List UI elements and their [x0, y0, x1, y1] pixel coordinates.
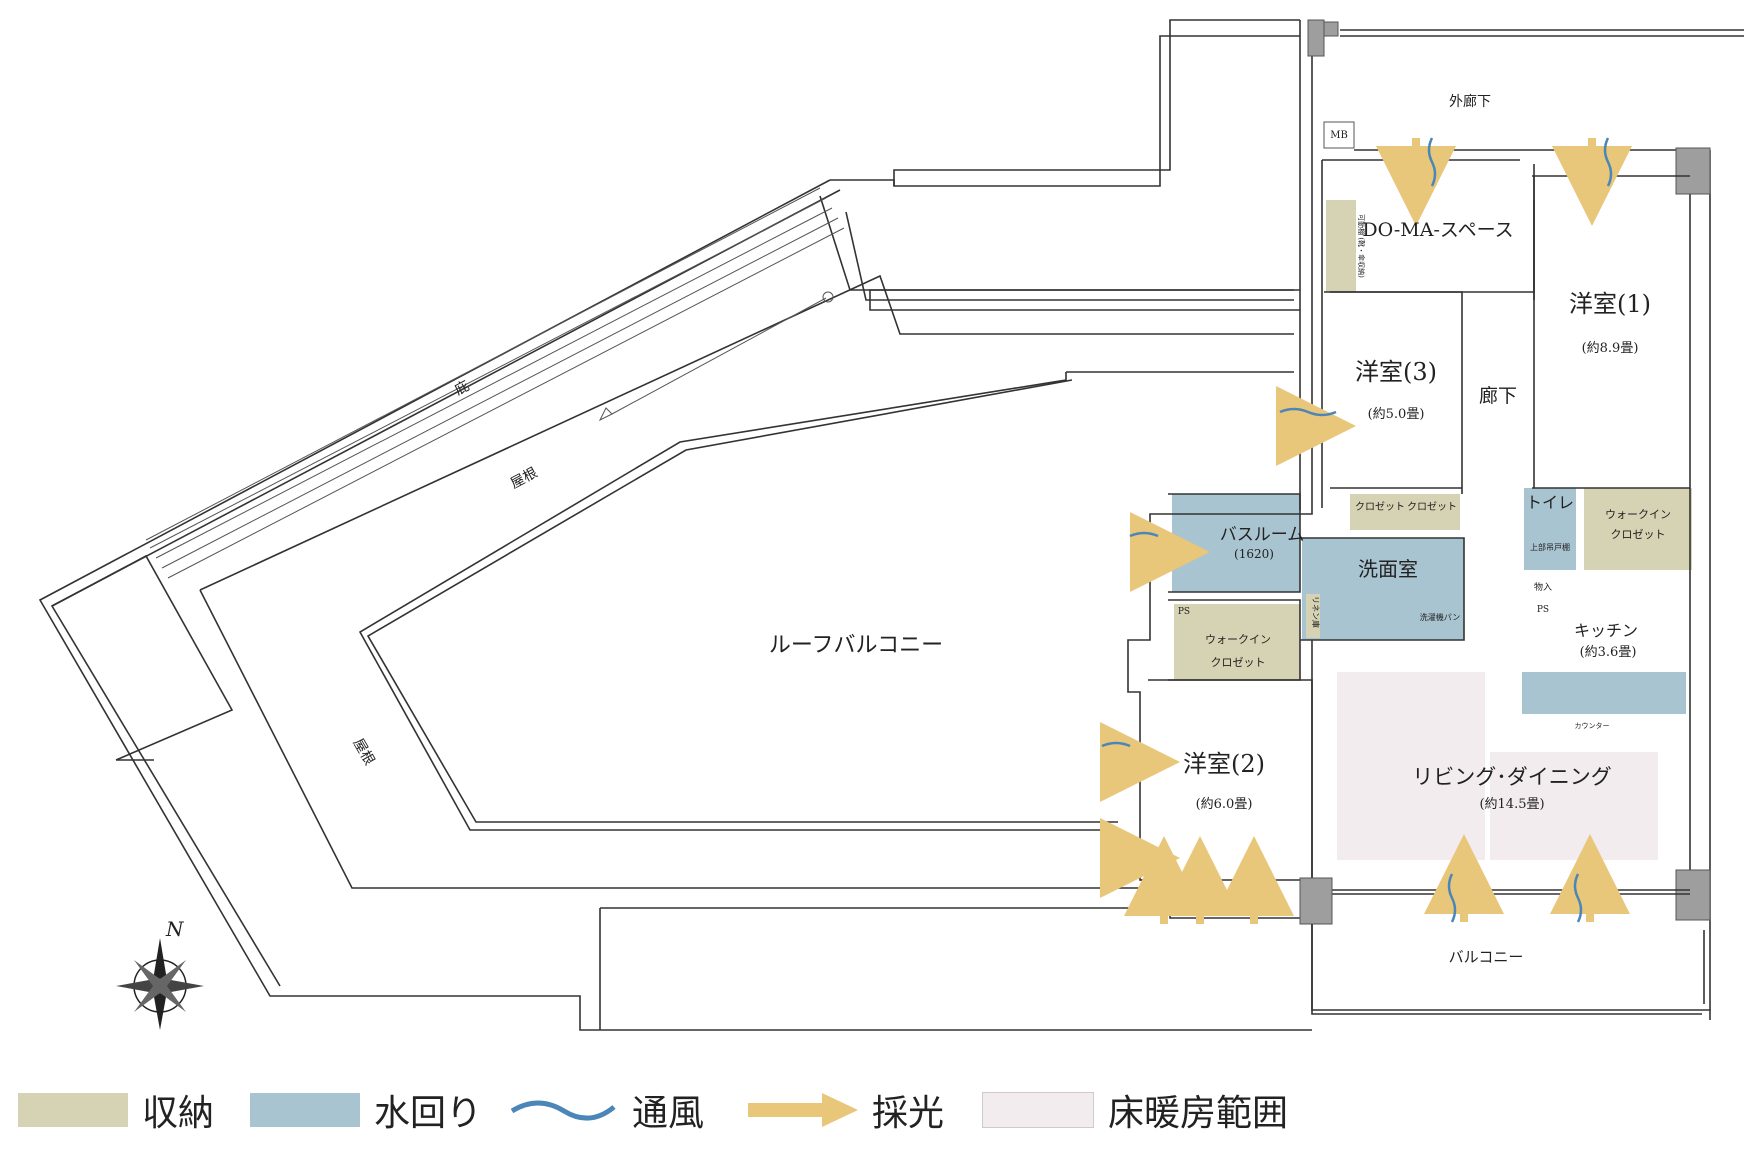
floor-plan: 外廊下 MB DO-MA-スペース 可動棚 (靴・傘収納) 洋室(1) (約8.… — [38, 19, 1744, 1031]
label-toilet-storage: 上部吊戸棚 — [1530, 542, 1570, 552]
shoe-cabinet-fill — [1326, 200, 1356, 292]
wind-1 — [1427, 137, 1437, 187]
label-balcony: バルコニー — [1449, 948, 1524, 966]
label-western1-size: (約8.9畳) — [1582, 341, 1639, 356]
indicators — [1100, 137, 1632, 924]
label-living: リビング･ダイニング — [1412, 765, 1612, 789]
linen-fill — [1306, 594, 1320, 638]
walls — [38, 19, 1744, 1031]
wind-3 — [1279, 407, 1337, 417]
wind-2 — [1603, 137, 1613, 187]
north-label: N — [165, 917, 185, 941]
label-storage-small: 物入 — [1534, 581, 1552, 593]
label-western3: 洋室(3) — [1355, 358, 1437, 386]
legend-item-ventilation: 通風 — [508, 1080, 704, 1140]
label-eaves: 庇 — [452, 378, 472, 399]
legend-item-water: 水回り — [250, 1080, 482, 1140]
label-bathroom: バスルーム — [1220, 525, 1305, 545]
legend-item-storage: 収納 — [18, 1080, 214, 1140]
label-ps1: PS — [1178, 607, 1190, 617]
washroom-fill — [1302, 538, 1464, 640]
label-western1: 洋室(1) — [1569, 290, 1651, 318]
legend-label: 水回り — [374, 1093, 483, 1134]
label-kitchen: キッチン — [1574, 621, 1638, 640]
label-closet2: クロゼット — [1407, 501, 1457, 513]
label-western3-size: (約5.0畳) — [1368, 407, 1425, 422]
water-swatch — [250, 1093, 360, 1127]
walkin-closet-b-fill — [1174, 604, 1300, 680]
legend-item-floor-heating: 床暖房範囲 — [982, 1080, 1288, 1140]
legend-item-light: 採光 — [748, 1080, 944, 1140]
label-roof1: 屋根 — [508, 465, 540, 492]
label-linen: リネン庫 — [1311, 596, 1321, 628]
label-ps2: PS — [1537, 605, 1549, 615]
label-living-size: (約14.5畳) — [1479, 797, 1544, 812]
label-bathroom-size: (1620) — [1234, 547, 1274, 561]
closet-row-fill — [1350, 494, 1460, 530]
label-washroom: 洗面室 — [1358, 557, 1418, 581]
label-walkin-b-2: クロゼット — [1211, 656, 1266, 669]
wind-6 — [1447, 873, 1457, 923]
label-washer-pan: 洗濯機パン — [1420, 612, 1460, 622]
label-walkin-a-1: ウォークイン — [1605, 508, 1671, 521]
legend-label: 収納 — [142, 1093, 215, 1134]
label-toilet: トイレ — [1526, 493, 1574, 512]
label-counter: カウンター — [1575, 721, 1610, 730]
walkin-closet-a-fill — [1584, 488, 1692, 570]
room-fills — [1172, 200, 1692, 860]
legend-label: 採光 — [872, 1093, 945, 1134]
floor-heating-area-1 — [1337, 672, 1485, 860]
label-closet1: クロゼット — [1355, 501, 1405, 513]
label-outer-corridor: 外廊下 — [1449, 93, 1491, 110]
wind-4 — [1129, 531, 1159, 538]
light-arrow-icon — [748, 1093, 858, 1127]
label-walkin-b-1: ウォークイン — [1205, 633, 1271, 646]
label-doma-space: DO-MA-スペース — [1362, 219, 1513, 241]
label-western2-size: (約6.0畳) — [1196, 797, 1253, 812]
label-shoe-cabinet: 可動棚 (靴・傘収納) — [1357, 214, 1366, 278]
legend: 収納 水回り 通風 採光 床暖房範囲 — [0, 1080, 1744, 1150]
label-western2: 洋室(2) — [1183, 750, 1265, 778]
legend-label: 通風 — [632, 1093, 705, 1134]
legend-label: 床暖房範囲 — [1108, 1093, 1289, 1134]
kitchen-counter-fill — [1522, 672, 1686, 714]
compass: N — [116, 917, 204, 1030]
ventilation-wave-icon — [510, 1100, 616, 1121]
room-labels: 外廊下 MB DO-MA-スペース 可動棚 (靴・傘収納) 洋室(1) (約8.… — [350, 93, 1671, 966]
label-kitchen-size: (約3.6畳) — [1580, 645, 1637, 660]
label-mb: MB — [1330, 130, 1348, 141]
label-walkin-a-2: クロゼット — [1611, 528, 1666, 541]
toilet-fill — [1524, 488, 1576, 570]
storage-swatch — [18, 1093, 128, 1127]
label-corridor: 廊下 — [1479, 385, 1517, 407]
floor-heating-swatch — [982, 1092, 1094, 1128]
label-roof-balcony: ルーフバルコニー — [769, 633, 943, 658]
wind-5 — [1101, 741, 1131, 748]
wind-7 — [1573, 873, 1583, 923]
label-roof2: 屋根 — [350, 736, 378, 768]
